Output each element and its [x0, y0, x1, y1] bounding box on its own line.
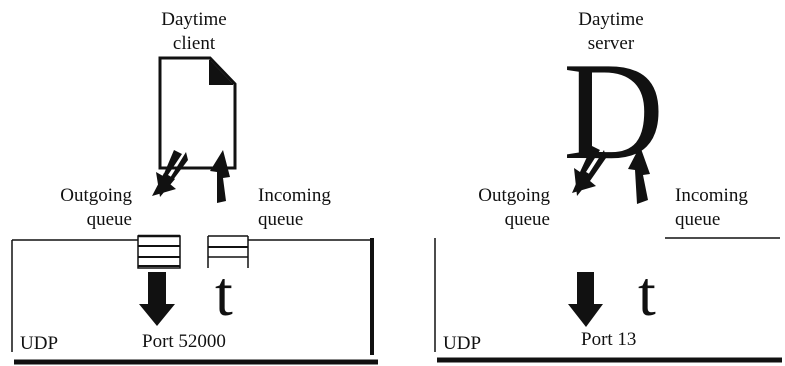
server-received-char: t — [638, 258, 656, 329]
client-incoming-label: Incoming queue — [258, 184, 331, 232]
client-udp-label: UDP — [20, 333, 59, 354]
client-received-char: t — [215, 258, 233, 329]
client-outgoing-line2: queue — [86, 209, 132, 230]
client-title-line2: client — [172, 33, 216, 54]
server-down-arrow — [568, 272, 603, 327]
server-udp-label: UDP — [443, 333, 482, 354]
server-outgoing-arrow — [572, 146, 606, 196]
server-incoming-arrow — [628, 146, 650, 204]
client-incoming-line1: Incoming — [258, 185, 331, 206]
client-port-label: Port 52000 — [142, 331, 226, 352]
client-outgoing-label: Outgoing queue — [20, 184, 132, 232]
client-incoming-queue — [207, 235, 249, 268]
client-title: Daytime client — [139, 8, 249, 56]
server-incoming-label: Incoming queue — [675, 184, 748, 232]
client-down-arrow — [139, 272, 175, 326]
server-incoming-line2: queue — [675, 209, 721, 230]
client-outgoing-arrow — [152, 150, 188, 197]
client-incoming-arrow — [210, 150, 230, 203]
document-icon — [158, 56, 237, 170]
client-incoming-line2: queue — [258, 209, 304, 230]
client-udp-box — [11, 238, 378, 365]
server-incoming-line1: Incoming — [675, 185, 748, 206]
server-title: Daytime server — [556, 8, 666, 56]
server-port-label: Port 13 — [581, 329, 637, 350]
server-udp-box — [434, 237, 782, 363]
server-outgoing-label: Outgoing queue — [440, 184, 550, 232]
server-title-line2: server — [587, 33, 635, 54]
server-outgoing-line2: queue — [504, 209, 550, 230]
server-title-line1: Daytime — [578, 9, 644, 30]
client-title-line1: Daytime — [161, 9, 227, 30]
server-outgoing-line1: Outgoing — [478, 185, 550, 206]
server-glyph: D — [563, 34, 665, 189]
client-outgoing-line1: Outgoing — [60, 185, 132, 206]
client-outgoing-queue — [137, 234, 181, 269]
